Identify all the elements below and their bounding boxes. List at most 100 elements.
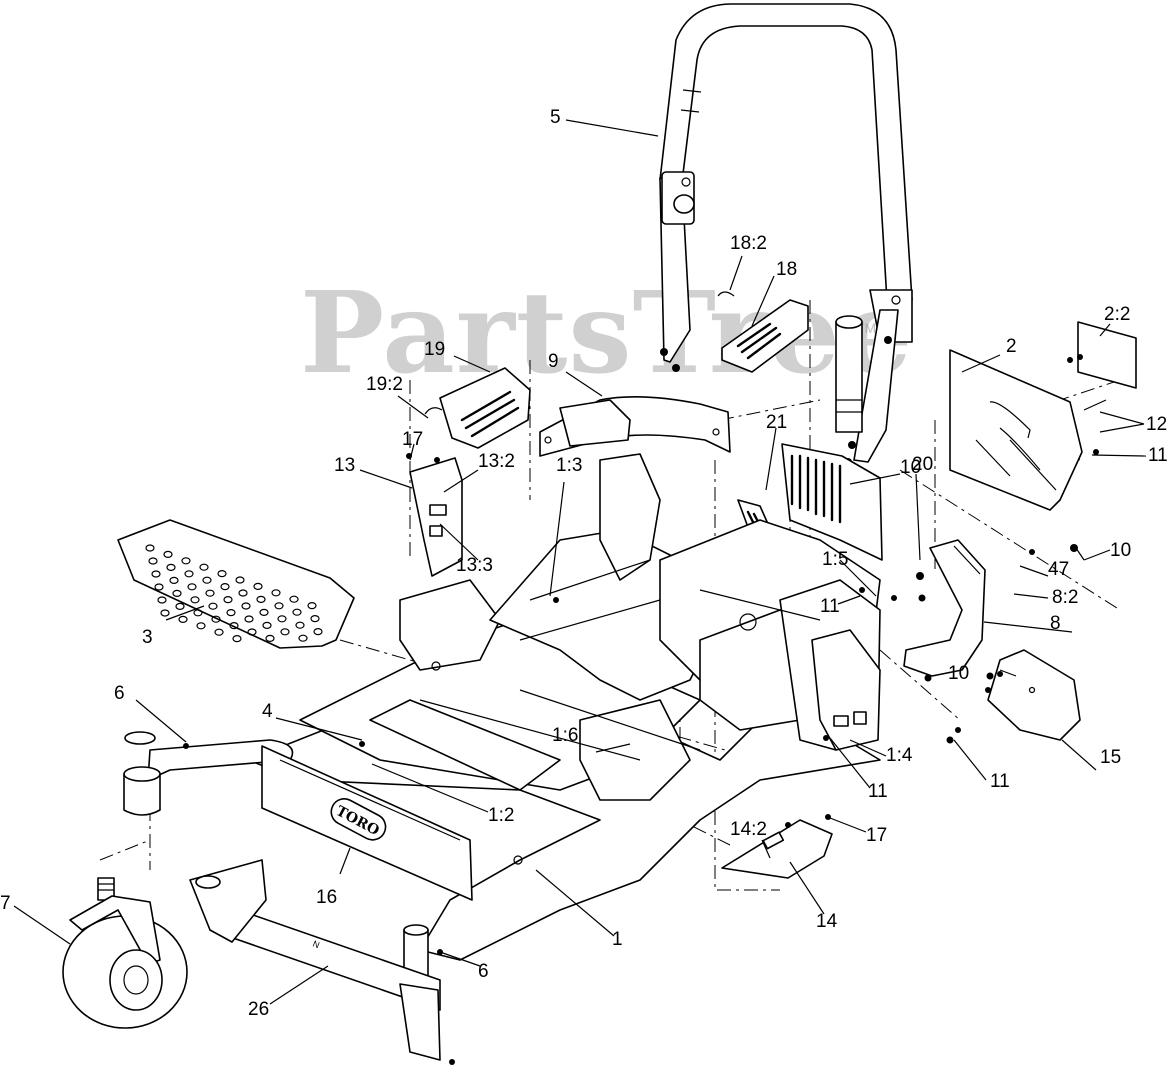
callout-11-right: 11 [1148, 445, 1168, 466]
plate-hole [190, 596, 200, 604]
plate-hole [205, 589, 215, 597]
plate-hole [220, 582, 230, 591]
plate-hole [184, 570, 194, 578]
bracket-13 [406, 453, 463, 577]
callout-8: 8 [1050, 613, 1061, 634]
callout-16: 16 [316, 887, 338, 908]
frame-bracket-1-4 [811, 629, 881, 751]
callout-6-upper: 6 [114, 683, 125, 704]
plate-hole [307, 601, 317, 610]
plate-hole [253, 582, 263, 591]
caster-housing [123, 731, 443, 982]
callout-8-2: 8:2 [1052, 587, 1079, 608]
plate-hole [214, 628, 224, 636]
callout-1-4: 1:4 [886, 745, 913, 766]
plate-hole [151, 570, 161, 578]
plate-hole [298, 634, 308, 642]
plate-hole [292, 608, 302, 616]
plate-hole [223, 595, 233, 604]
plate-hole [208, 602, 218, 610]
plate-hole [169, 576, 179, 585]
callout-19: 19 [424, 339, 446, 360]
callout-11-lower: 11 [868, 781, 888, 802]
callout-1-6: 1:6 [552, 725, 579, 746]
roll-bar [659, 3, 913, 466]
plate-hole [172, 589, 182, 598]
plate-hole [277, 615, 287, 623]
callout-9: 9 [548, 351, 559, 372]
plate-hole [226, 608, 236, 617]
callout-1-3: 1:3 [556, 455, 583, 476]
callout-13: 13 [334, 455, 356, 476]
svg-text:N: N [311, 939, 321, 951]
front-bumper-16: TORO [147, 739, 473, 901]
plate-hole [160, 609, 170, 617]
plate-hole [271, 589, 281, 597]
callout-13-2: 13:2 [478, 451, 515, 472]
callout-1-5: 1:5 [822, 549, 849, 570]
plate-hole [295, 621, 305, 629]
plate-hole [259, 608, 269, 617]
callout-10-lower: 10 [948, 663, 970, 684]
plate-hole [181, 557, 191, 565]
panel-20 [781, 443, 883, 561]
callout-2-2: 2:2 [1104, 304, 1131, 325]
callout-11-far: 11 [990, 771, 1010, 792]
plate-hole [247, 628, 257, 636]
bracket-19 [424, 367, 531, 449]
plate-hole [232, 634, 242, 643]
plate-hole [262, 621, 272, 630]
plate-hole [145, 544, 155, 552]
caster-wheel-7 [62, 877, 188, 1029]
bracket-15 [987, 649, 1081, 741]
plate-hole [166, 563, 176, 572]
plate-hole [280, 628, 290, 636]
callout-47: 47 [1048, 559, 1070, 580]
plate-hole [157, 596, 167, 604]
plate-2 [949, 321, 1137, 511]
plate-hole [256, 595, 266, 604]
plate-hole [235, 576, 245, 584]
callout-6-lower: 6 [478, 961, 489, 982]
leader-lines [13, 119, 1147, 1005]
callout-3: 3 [142, 627, 153, 648]
callout-20: 20 [912, 454, 934, 475]
plate-hole [310, 614, 320, 623]
fastener-dots [359, 354, 1099, 747]
plate-hole [196, 622, 206, 630]
callout-12: 12 [1146, 414, 1168, 435]
axle-26: N [189, 859, 455, 1065]
callout-5: 5 [550, 107, 561, 128]
plate-hole [163, 550, 173, 559]
callout-2: 2 [1006, 336, 1017, 357]
bracket-18 [717, 291, 809, 373]
plate-hole [148, 557, 158, 565]
callout-18-2: 18:2 [730, 233, 767, 254]
plate-hole [241, 602, 251, 610]
plate-hole [154, 583, 164, 591]
plate-hole [274, 602, 284, 610]
callout-26: 26 [248, 999, 270, 1020]
callout-10-right: 10 [1110, 540, 1132, 561]
callout-18: 18 [776, 259, 798, 280]
plate-hole [313, 627, 323, 636]
callout-13-3: 13:3 [456, 555, 493, 576]
callout-4: 4 [262, 701, 273, 722]
callout-1-2: 1:2 [488, 805, 515, 826]
step-14 [721, 814, 833, 879]
callout-21: 21 [766, 412, 788, 433]
floor-plate-holes [145, 544, 323, 643]
callout-1: 1 [612, 929, 623, 950]
callout-14-2: 14:2 [730, 819, 767, 840]
callout-10-mid: 10 [900, 457, 922, 478]
callout-15: 15 [1100, 747, 1122, 768]
floor-plate-3 [117, 519, 355, 649]
plate-hole [217, 569, 227, 578]
callout-19-2: 19:2 [366, 374, 403, 395]
plate-hole [202, 576, 212, 584]
callout-7: 7 [0, 893, 11, 914]
plate-hole [175, 602, 185, 611]
callout-14: 14 [816, 911, 838, 932]
